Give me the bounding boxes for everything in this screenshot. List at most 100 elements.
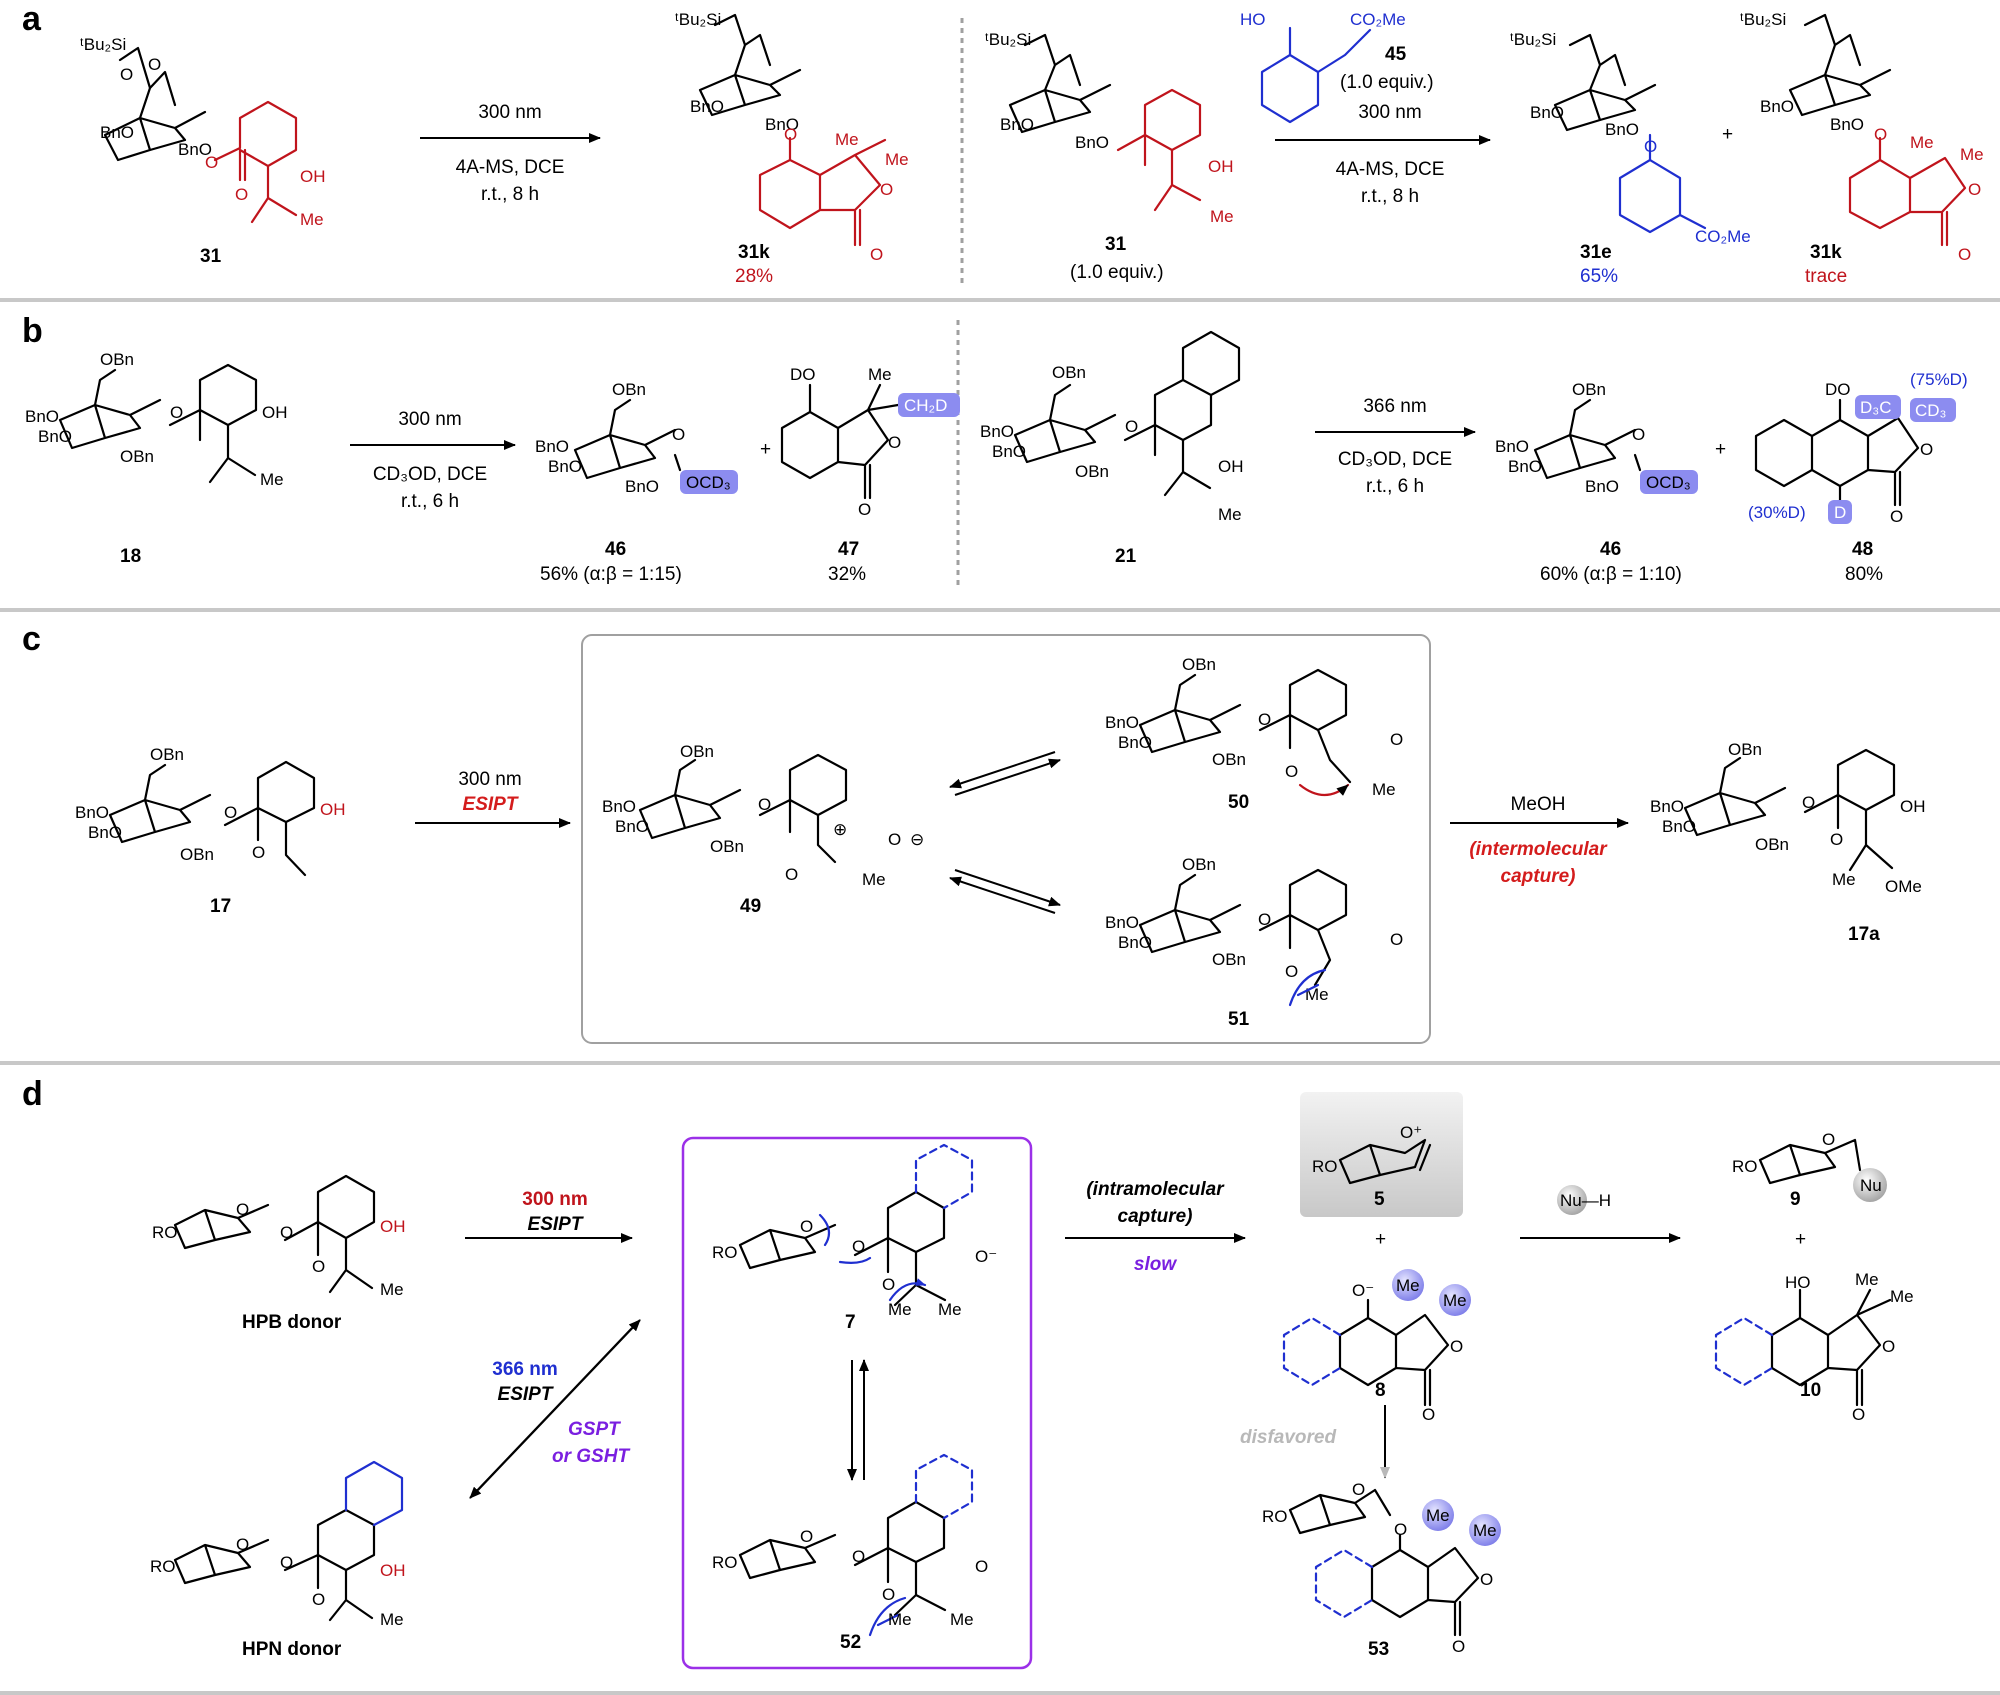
condition-text: (intramolecular	[1086, 1179, 1225, 1200]
obn-label: OBn	[1182, 855, 1216, 874]
d-highlight	[1828, 500, 1852, 524]
ocd3-highlight	[1640, 470, 1698, 494]
condition-text: r.t., 8 h	[481, 184, 539, 205]
o-label: O	[312, 1257, 325, 1276]
o-label: O	[280, 1553, 293, 1572]
o-label: O	[120, 65, 133, 84]
ro-label: RO	[1312, 1157, 1338, 1176]
o-label: O	[236, 1200, 249, 1219]
equilibrium-arrow	[469, 1327, 633, 1499]
bno-label: BnO	[38, 427, 72, 446]
bno-label: BnO	[1105, 913, 1139, 932]
ho-label: HO	[1240, 10, 1266, 29]
compound-31: ᵗBu₂Si O O BnO BnO O O OH Me 31	[80, 35, 326, 267]
condition-text: 366 nm	[1363, 396, 1426, 417]
me-label: Me	[1372, 780, 1396, 799]
yield-text: trace	[1805, 266, 1847, 287]
o-label: O	[1450, 1337, 1463, 1356]
ro-label: RO	[152, 1223, 178, 1242]
condition-text: or GSHT	[552, 1446, 630, 1467]
o-label: O	[1802, 793, 1815, 812]
condition-text: 300 nm	[458, 769, 521, 790]
condition-text: ESIPT	[498, 1384, 554, 1405]
bno-label: BnO	[88, 823, 122, 842]
me-label: Me	[862, 870, 886, 889]
oh-label: OH	[320, 800, 346, 819]
o-label: O	[1480, 1570, 1493, 1589]
compound-number: 9	[1790, 1189, 1801, 1210]
condition-text: ESIPT	[528, 1214, 584, 1235]
o-label: O	[1822, 1130, 1835, 1149]
cd3-highlight	[1910, 398, 1956, 422]
o-label: O	[280, 1223, 293, 1242]
me-label: Me	[1855, 1270, 1879, 1289]
plus-sign: +	[760, 439, 771, 460]
me-label: Me	[1305, 985, 1329, 1004]
condition-text: 4A-MS, DCE	[456, 157, 565, 178]
oh-label: OH	[380, 1217, 406, 1236]
bno-label: BnO	[1495, 437, 1529, 456]
me-label: Me	[300, 210, 324, 229]
bno-label: BnO	[1760, 97, 1794, 116]
bno-label: BnO	[1118, 933, 1152, 952]
panel-label-b: b	[22, 312, 43, 350]
obn-label: OBn	[1572, 380, 1606, 399]
ro-label: RO	[1732, 1157, 1758, 1176]
compound-47: DO Me CH₂D O O 47 32%	[780, 365, 960, 585]
compound-8: O⁻ Me Me O O 8	[1282, 1269, 1471, 1424]
me-label: Me	[888, 1610, 912, 1629]
tbu2si-label: ᵗBu₂Si	[80, 35, 126, 54]
panel-label-a: a	[22, 0, 42, 38]
obn-label: OBn	[150, 745, 184, 764]
me-highlight-ball	[1439, 1284, 1471, 1316]
ro-label: RO	[712, 1243, 738, 1262]
o-label: O	[858, 500, 871, 519]
o-label: O	[852, 1237, 865, 1256]
obn-label: OBn	[1728, 740, 1762, 759]
compound-number: 46	[605, 539, 626, 560]
obn-label: OBn	[612, 380, 646, 399]
me-label: Me	[1960, 145, 1984, 164]
compound-number: 48	[1852, 539, 1873, 560]
oxocarbenium-box	[1300, 1092, 1463, 1217]
ro-label: RO	[712, 1553, 738, 1572]
yield-text: 28%	[735, 266, 773, 287]
compound-number: 46	[1600, 539, 1621, 560]
condition-text: slow	[1134, 1254, 1177, 1275]
o-label: O	[1852, 1405, 1865, 1424]
obn-label: OBn	[680, 742, 714, 761]
o-label: O	[1920, 440, 1933, 459]
panel-label-c: c	[22, 620, 41, 658]
bno-label: BnO	[1605, 120, 1639, 139]
donor-name: HPN donor	[242, 1639, 342, 1660]
compound-31-right: ᵗBu₂Si BnO BnO OH Me 31 (1.0 equiv.)	[985, 30, 1234, 283]
plus-sign: +	[1722, 124, 1733, 145]
compound-31k-trace: ᵗBu₂Si BnO BnO O Me Me O O 31k trace	[1740, 10, 1984, 287]
me-label: Me	[1832, 870, 1856, 889]
compound-46-right: OBn BnO BnO BnO O OCD₃ 46 60% (α:β = 1:1…	[1495, 380, 1698, 585]
o-label: O	[312, 1590, 325, 1609]
me-label: Me	[835, 130, 859, 149]
do-label: DO	[1825, 380, 1851, 399]
compound-52: RO O O O O Me Me 52	[712, 1453, 988, 1653]
compound-7: RO O O O O⁻ Me Me 7	[712, 1143, 997, 1333]
o-label: O	[1958, 245, 1971, 264]
bno-label: BnO	[1105, 713, 1139, 732]
me-label: Me	[1473, 1521, 1497, 1540]
disfavored-label: disfavored	[1240, 1427, 1336, 1448]
me-highlight-ball	[1392, 1269, 1424, 1301]
o-label: O	[1390, 930, 1403, 949]
obn-label: OBn	[1212, 750, 1246, 769]
minus-sign: ⊖	[910, 830, 924, 849]
obn-label: OBn	[710, 837, 744, 856]
bno-label: BnO	[1118, 733, 1152, 752]
compound-number: 17	[210, 896, 231, 917]
nu-ball	[1557, 1185, 1587, 1215]
o-label: O	[1968, 180, 1981, 199]
bno-label: BnO	[690, 97, 724, 116]
esipt-label: ESIPT	[463, 794, 519, 815]
yield-text: 56% (α:β = 1:15)	[540, 564, 682, 585]
me-label: Me	[1396, 1276, 1420, 1295]
bno-label: BnO	[615, 817, 649, 836]
